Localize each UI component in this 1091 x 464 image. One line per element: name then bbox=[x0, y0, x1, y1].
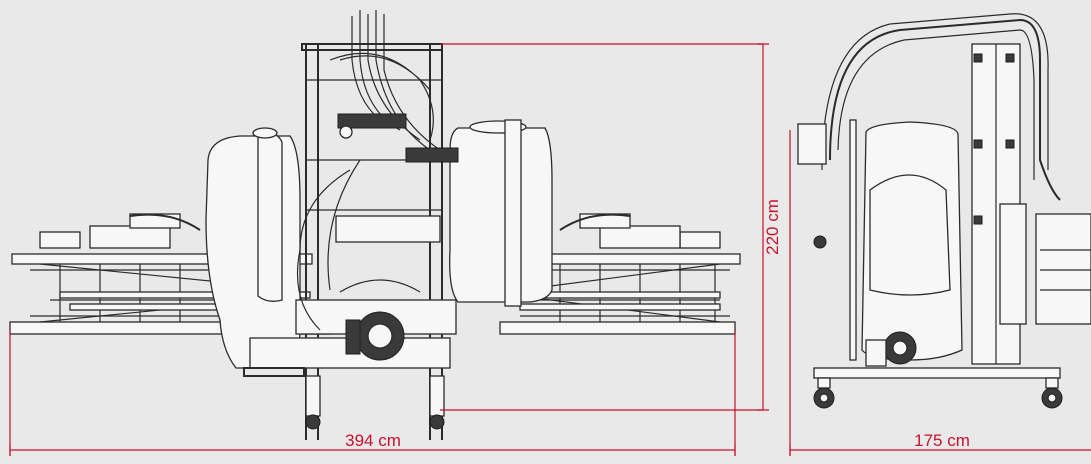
tank-right bbox=[449, 119, 553, 307]
height-dimension-label: 220 cm bbox=[763, 199, 782, 255]
width-side-dimension-label: 175 cm bbox=[914, 431, 970, 450]
front-wheels bbox=[305, 375, 445, 430]
tank-left bbox=[205, 127, 301, 369]
boom-right bbox=[499, 213, 741, 335]
side-view-drawing bbox=[797, 13, 1091, 409]
front-dimension-lines bbox=[9, 43, 769, 456]
front-view-drawing bbox=[9, 10, 741, 440]
center-frame bbox=[243, 10, 459, 440]
side-dimension-lines bbox=[789, 130, 1091, 456]
width-front-dimension-label: 394 cm bbox=[345, 431, 401, 450]
